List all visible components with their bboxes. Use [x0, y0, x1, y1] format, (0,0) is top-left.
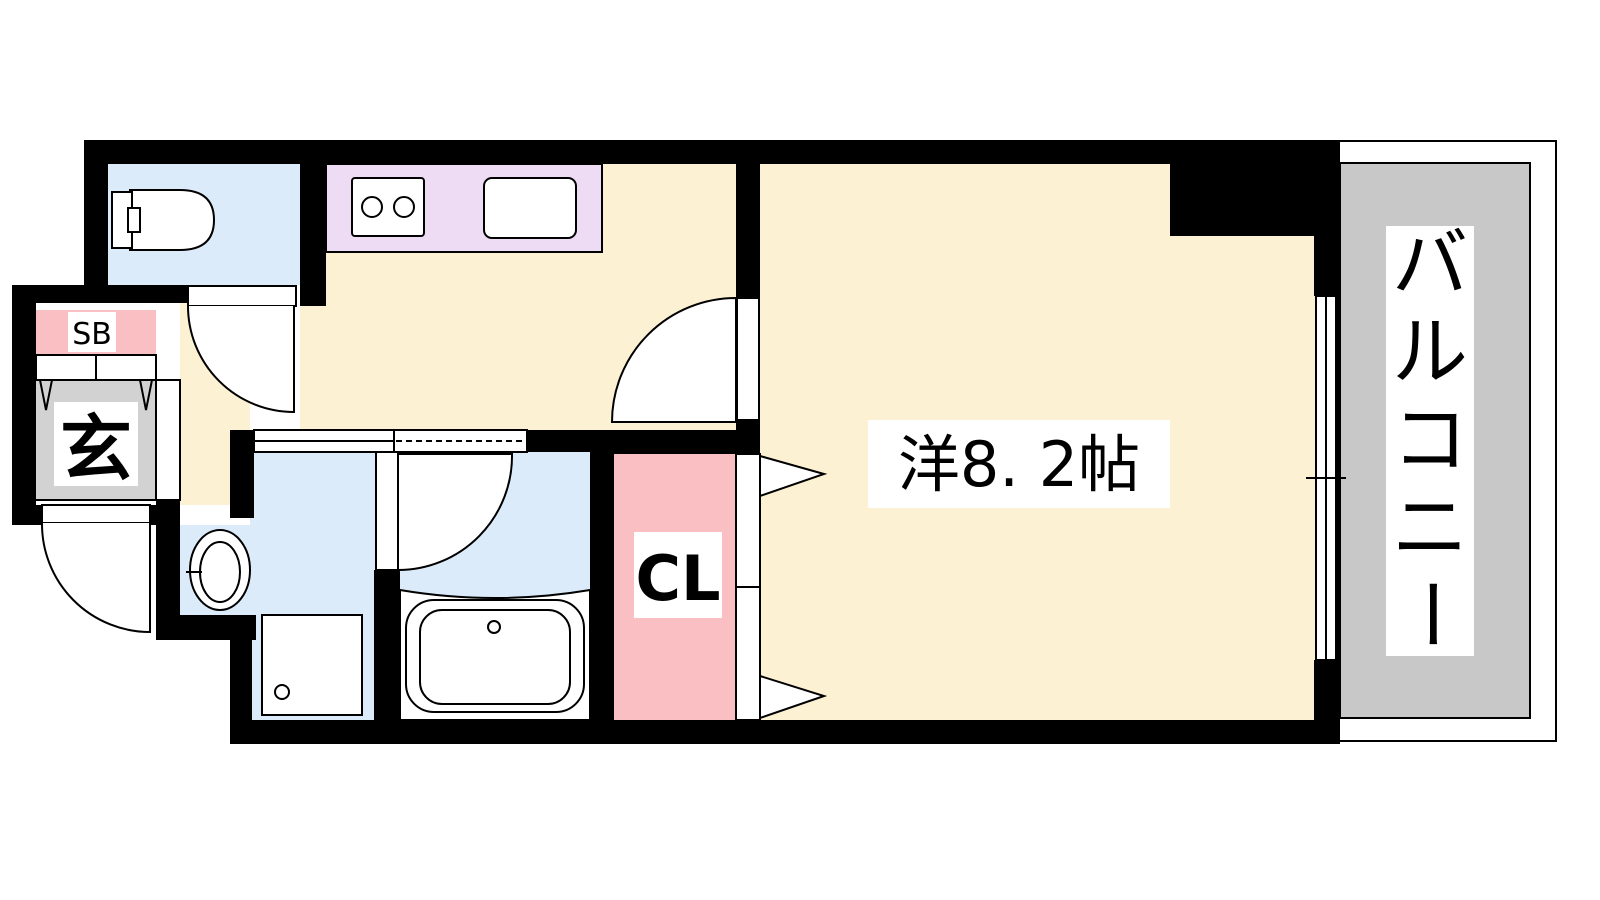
stove-icon — [351, 177, 425, 237]
kitchen-counter — [325, 163, 603, 253]
balcony-label: バ ル コ ニ ー — [1386, 219, 1475, 652]
balcony-frame — [1337, 140, 1557, 742]
western-room-door — [610, 297, 760, 423]
shoe-box-label: SB — [72, 317, 112, 352]
toilet-door — [187, 285, 297, 414]
balcony-char-5: ー — [1386, 576, 1475, 652]
entrance-step — [155, 379, 181, 501]
shoe-box-label-bg — [68, 312, 116, 352]
washing-machine-pan — [261, 614, 363, 716]
closet-doors — [735, 453, 828, 721]
washroom-sliding-door — [253, 429, 528, 453]
sink-icon — [483, 177, 577, 239]
shoe-box-door — [35, 354, 157, 501]
closet-label-bg — [634, 532, 722, 618]
western-room-label: 洋8. 2帖 — [898, 428, 1140, 501]
western-room-label-bg — [868, 420, 1170, 508]
entrance-label-bg — [54, 402, 138, 486]
walls — [12, 140, 1340, 744]
entrance-door — [40, 504, 151, 634]
washbasin-icon — [186, 529, 251, 611]
toilet-icon — [111, 189, 216, 251]
bathtub-icon — [399, 588, 591, 721]
balcony-char-4: ニ — [1392, 483, 1468, 572]
balcony-char-1: バ — [1392, 219, 1468, 308]
balcony-char-2: ル — [1392, 307, 1468, 396]
balcony-char-3: コ — [1392, 395, 1468, 484]
bathroom-door — [375, 451, 514, 571]
balcony-label-bg — [1386, 226, 1474, 656]
closet-label: CL — [635, 542, 720, 615]
balcony-window — [1306, 295, 1346, 661]
entrance-label: 玄 — [60, 407, 132, 491]
